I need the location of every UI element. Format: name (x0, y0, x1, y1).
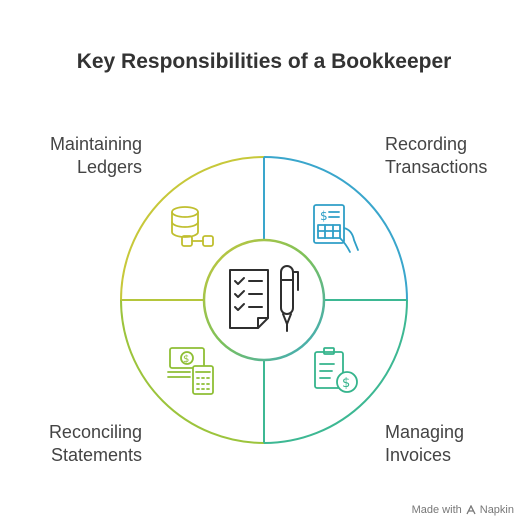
label-line: Statements (50, 445, 142, 465)
svg-text:$: $ (183, 354, 189, 365)
quadrant-arc-managing-invoices (263, 299, 408, 444)
center-circle (202, 238, 326, 362)
label-line: Reconciling (48, 422, 142, 442)
quadrant-arc-reconciling-statements (120, 299, 265, 444)
napkin-logo-icon (466, 505, 476, 515)
page-title: Key Responsibilities of a Bookkeeper (76, 50, 452, 73)
label-recording-transactions: Recording Transactions (385, 133, 487, 179)
database-link-icon (171, 206, 214, 247)
label-maintaining-ledgers: Maintaining Ledgers (50, 133, 142, 179)
label-managing-invoices: Managing Invoices (385, 421, 464, 467)
quadrant-arc-maintaining-ledgers (120, 156, 265, 301)
label-line: Ledgers (76, 157, 142, 177)
label-line: Maintaining (49, 134, 142, 154)
label-reconciling-statements: Reconciling Statements (49, 421, 142, 467)
receipt-hand-icon: $ (313, 204, 359, 253)
napkin-watermark: Made with Napkin (412, 504, 514, 516)
checklist-pen-icon (229, 265, 299, 332)
invoice-dollar-icon: $ (314, 347, 358, 393)
label-line: Recording (385, 134, 468, 154)
quadrant-arc-recording-transactions (263, 156, 408, 301)
label-line: Managing (385, 422, 465, 442)
watermark-brand: Napkin (479, 504, 514, 516)
watermark-prefix: Made with (411, 504, 462, 516)
label-line: Transactions (385, 157, 488, 177)
cash-calculator-icon: $ (167, 347, 214, 395)
label-line: Invoices (385, 445, 452, 465)
svg-text:$: $ (320, 209, 328, 223)
svg-text:$: $ (342, 376, 350, 391)
